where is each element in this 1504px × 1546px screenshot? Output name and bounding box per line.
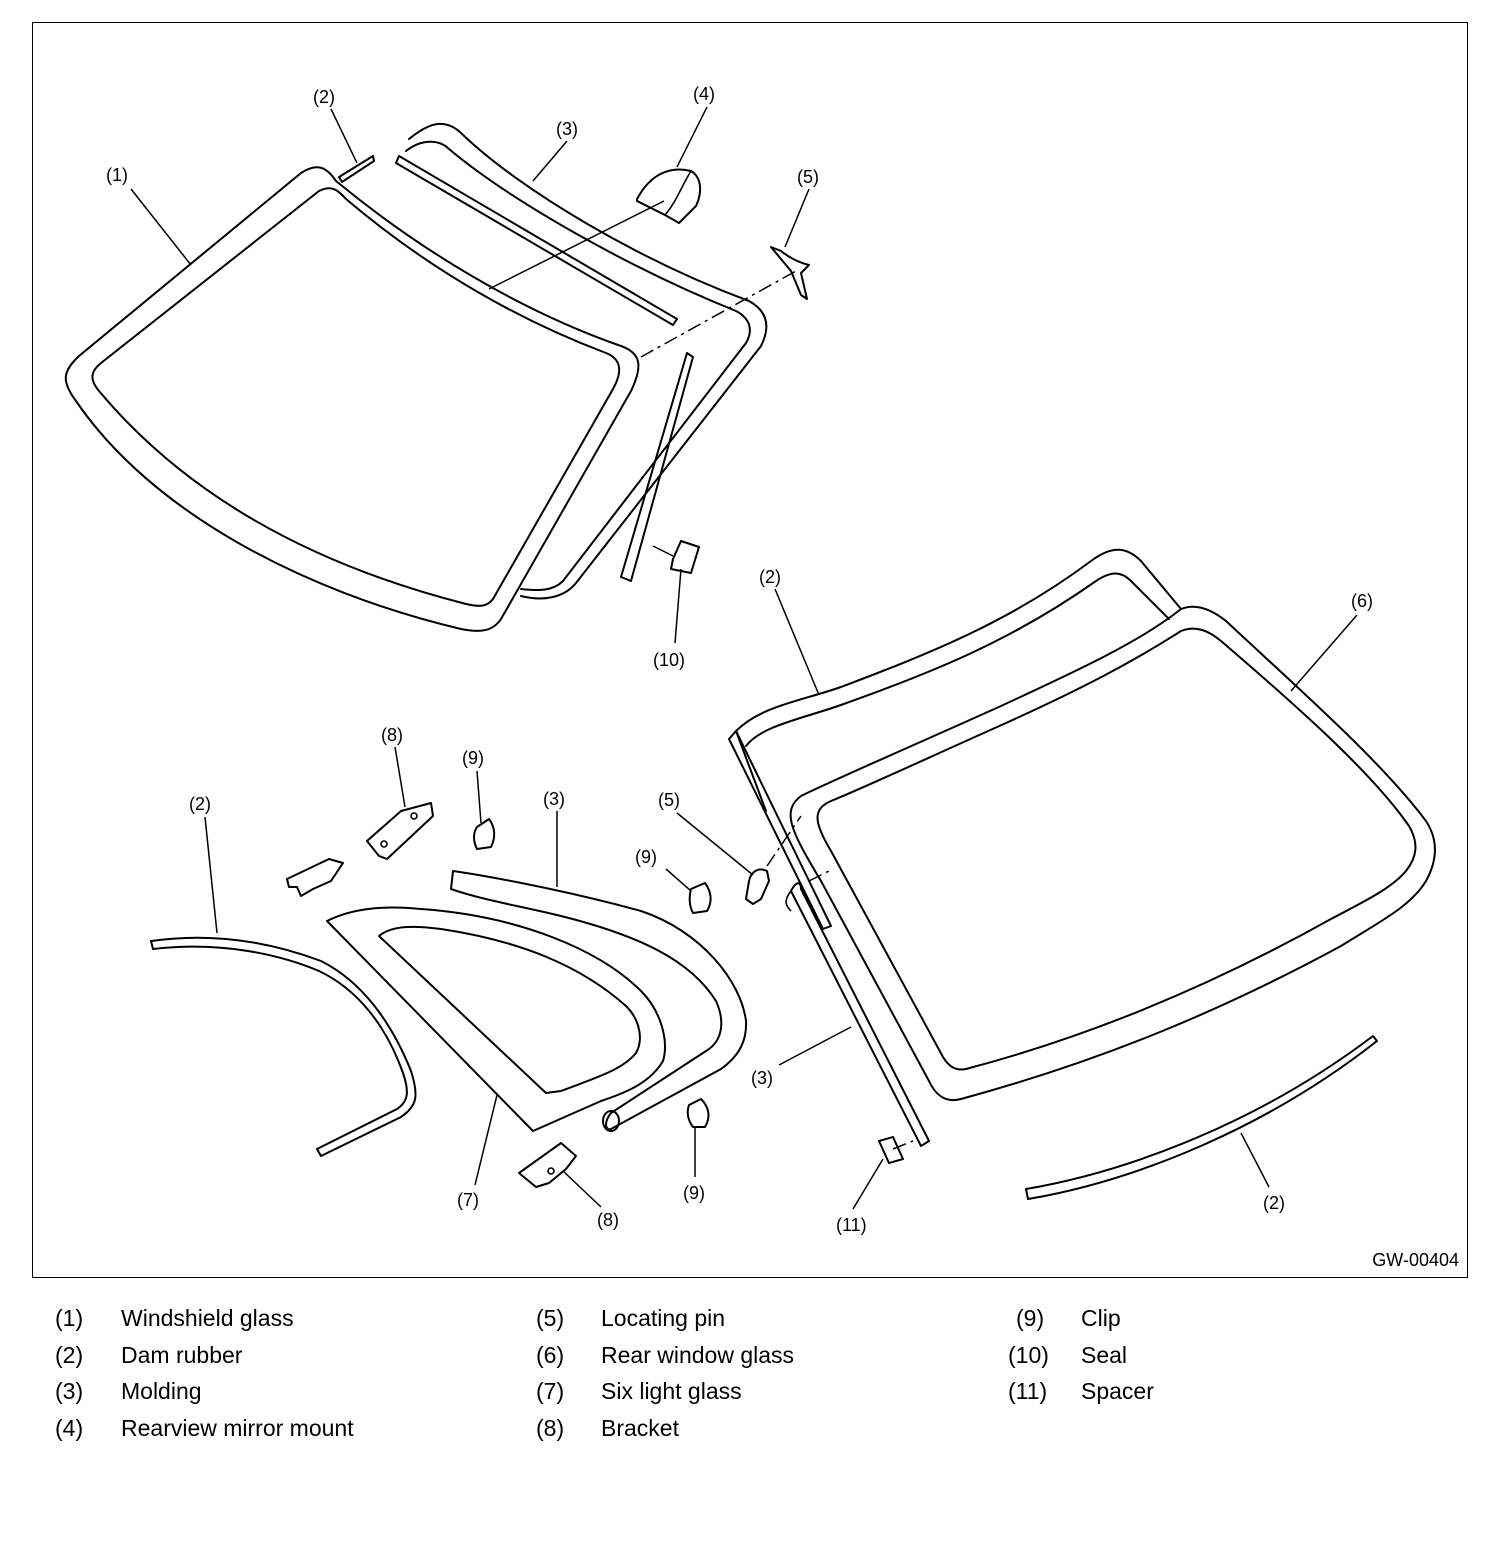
callout-2: (2)	[313, 87, 335, 107]
diagram-drawing: (1) (2) (3) (4) (5) (10) (2) (6) (8) (9)…	[64, 84, 1436, 1235]
legend-number: (7)	[536, 1378, 565, 1404]
dam-rubber-rear-lower	[1025, 1035, 1378, 1200]
legend-number: (4)	[55, 1414, 84, 1441]
callout-5: (5)	[797, 167, 819, 187]
legend-number: (11)	[1008, 1378, 1048, 1404]
spacer	[878, 1136, 904, 1164]
callout-10: (10)	[653, 650, 685, 670]
legend-number: (8)	[536, 1414, 565, 1441]
clip-upper	[473, 818, 496, 850]
callout-9: (9)	[635, 847, 657, 867]
legend-number: (1)	[55, 1305, 84, 1331]
callout-1: (1)	[106, 165, 128, 185]
legend-part-name: Rearview mirror mount	[121, 1414, 354, 1441]
legend-number: (2)	[55, 1341, 84, 1368]
molding-rear	[785, 882, 930, 1147]
legend-part-name: Six light glass	[601, 1378, 742, 1404]
legend-number: (3)	[55, 1378, 84, 1404]
seal-upper	[670, 540, 700, 574]
dam-rubber-rear-vertical	[728, 730, 832, 930]
legend-part-name: Rear window glass	[601, 1341, 795, 1368]
callout-3: (3)	[751, 1068, 773, 1088]
figure-id: GW-00404	[1372, 1250, 1459, 1270]
rear-window-glass	[735, 548, 1436, 1101]
bracket-upper-left	[286, 858, 344, 897]
rearview-mirror-mount	[636, 168, 702, 224]
legend-part-name: Molding	[121, 1378, 202, 1404]
callout-6: (6)	[1351, 591, 1373, 611]
windshield-glass	[64, 166, 640, 632]
legend-number: (9)	[1016, 1305, 1045, 1331]
legend-part-name: Spacer	[1081, 1378, 1154, 1404]
callout-labels: (1) (2) (3) (4) (5) (10) (2) (6) (8) (9)…	[106, 84, 1373, 1235]
clip-lower	[686, 1098, 710, 1128]
callout-4: (4)	[693, 84, 715, 104]
molding-upper	[405, 122, 768, 600]
side-molding-strip	[620, 352, 694, 582]
callout-9: (9)	[683, 1183, 705, 1203]
dam-rubber-top-strip	[338, 155, 375, 183]
legend-number: (5)	[536, 1305, 565, 1331]
legend-number: (10)	[1008, 1341, 1049, 1368]
callout-3: (3)	[543, 789, 565, 809]
molding-inner-strip	[395, 155, 678, 326]
locating-pin-upper	[770, 246, 810, 300]
callout-5: (5)	[658, 790, 680, 810]
callout-2: (2)	[759, 567, 781, 587]
six-light-glass	[326, 906, 666, 1132]
legend-number: (6)	[536, 1341, 565, 1368]
callout-2: (2)	[189, 794, 211, 814]
callout-9: (9)	[462, 748, 484, 768]
legend-part-name: Bracket	[601, 1414, 679, 1441]
leader-lines	[130, 106, 1358, 1210]
dam-rubber-arc	[150, 936, 417, 1157]
callout-7: (7)	[457, 1190, 479, 1210]
callout-8: (8)	[597, 1210, 619, 1230]
legend-part-name: Dam rubber	[121, 1341, 243, 1368]
locating-pin-lower	[745, 868, 770, 905]
bracket-lower	[518, 1142, 577, 1188]
legend-part-name: Clip	[1081, 1305, 1121, 1331]
callout-8: (8)	[381, 725, 403, 745]
legend-part-name: Locating pin	[601, 1305, 726, 1331]
legend-part-name: Seal	[1081, 1341, 1128, 1368]
callout-2: (2)	[1263, 1193, 1285, 1213]
molding-six-light	[450, 870, 748, 1132]
exploded-diagram: (1) (2) (3) (4) (5) (10) (2) (6) (8) (9)…	[32, 22, 1468, 1278]
callout-3: (3)	[556, 119, 578, 139]
legend-part-name: Windshield glass	[121, 1305, 294, 1331]
bracket-upper	[366, 802, 434, 860]
clip-middle	[688, 882, 712, 914]
callout-11: (11)	[836, 1215, 867, 1235]
